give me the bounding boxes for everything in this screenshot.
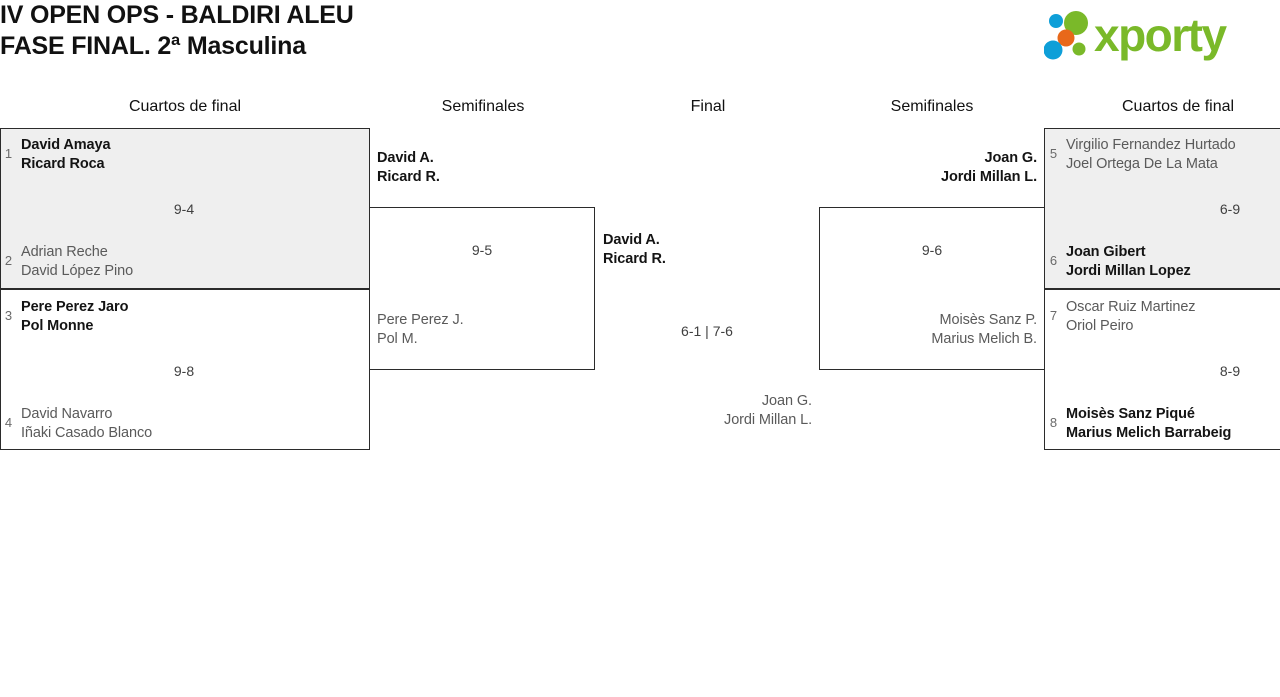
player-name-1: David Navarro [21,406,113,422]
score-right-qf-2: 8-9 [1219,363,1241,379]
score-right-sf: 9-6 [921,242,943,258]
xporty-logo[interactable]: xporty [1044,6,1276,64]
player-name-1: Joan G. [761,393,812,409]
team-names: Joan Gibert Jordi Millan Lopez [1066,243,1191,281]
match-box-right-qf-2[interactable] [1044,289,1280,450]
seed-number: 7 [1049,308,1058,323]
team-names: Joan G. Jordi Millan L. [724,392,812,430]
team-names: Pere Perez Jaro Pol Monne [21,298,128,336]
team-left-qf-1-bottom[interactable]: 2 Adrian Reche David López Pino [4,243,133,281]
seed-number: 8 [1049,415,1058,430]
player-name-2: Jordi Millan Lopez [1066,263,1191,279]
seed-number: 1 [4,146,13,161]
team-right-sf-bottom[interactable]: Moisès Sanz P. Marius Melich B. [837,311,1037,349]
player-name-2: Iñaki Casado Blanco [21,425,153,441]
player-name-1: David A. [377,150,434,166]
score-left-sf: 9-5 [471,242,493,258]
logo-wordmark: xporty [1094,9,1228,61]
player-name-1: David A. [603,232,660,248]
score-left-qf-1: 9-4 [173,201,195,217]
player-name-2: Oriol Peiro [1066,318,1134,334]
player-name-1: Moisès Sanz P. [939,312,1038,328]
player-name-2: Pol M. [377,331,418,347]
player-name-2: Marius Melich Barrabeig [1066,425,1232,441]
logo-dot-orange [1057,29,1075,47]
team-right-qf-2-bottom[interactable]: 8 Moisès Sanz Piqué Marius Melich Barrab… [1049,405,1232,443]
player-name-1: David Amaya [21,137,111,153]
round-header-right-quarterfinals: Cuartos de final [1122,98,1235,115]
player-name-1: Pere Perez Jaro [21,299,129,315]
seed-number: 4 [4,415,13,430]
team-final-left[interactable]: David A. Ricard R. [603,231,666,269]
logo-dot-blue-large [1044,40,1063,60]
round-header-left-semifinals: Semifinales [441,98,525,115]
player-name-2: Jordi Millan L. [724,412,812,428]
team-names: David A. Ricard R. [377,149,440,187]
team-names: David Amaya Ricard Roca [21,136,111,174]
player-name-1: Joan G. [984,150,1038,166]
team-names: David A. Ricard R. [603,231,666,269]
team-names: David Navarro Iñaki Casado Blanco [21,405,152,443]
player-name-2: Ricard R. [603,251,666,267]
player-name-2: Marius Melich B. [931,331,1037,347]
player-name-1: Virgilio Fernandez Hurtado [1066,137,1236,153]
match-box-left-qf-1[interactable] [0,128,370,289]
team-names: Moisès Sanz P. Marius Melich B. [931,311,1037,349]
round-header-right-semifinals: Semifinales [890,98,974,115]
logo-dot-green-small [1072,42,1086,56]
team-left-sf-bottom[interactable]: Pere Perez J. Pol M. [377,311,464,349]
logo-dot-green-large [1064,11,1088,35]
seed-number: 3 [4,308,13,323]
team-names: Adrian Reche David López Pino [21,243,133,281]
seed-number: 6 [1049,253,1058,268]
title-line-1: IV OPEN OPS - BALDIRI ALEU [0,1,354,29]
score-left-qf-2: 9-8 [173,363,195,379]
team-names: Oscar Ruiz Martinez Oriol Peiro [1066,298,1196,336]
team-left-qf-2-bottom[interactable]: 4 David Navarro Iñaki Casado Blanco [4,405,152,443]
seed-number: 2 [4,253,13,268]
team-final-right[interactable]: Joan G. Jordi Millan L. [612,392,812,430]
player-name-1: Moisès Sanz Piqué [1066,406,1195,422]
team-names: Moisès Sanz Piqué Marius Melich Barrabei… [1066,405,1231,443]
team-right-qf-1-top[interactable]: 5 Virgilio Fernandez Hurtado Joel Ortega… [1049,136,1236,174]
player-name-1: Oscar Ruiz Martinez [1066,299,1196,315]
team-right-qf-1-bottom[interactable]: 6 Joan Gibert Jordi Millan Lopez [1049,243,1191,281]
team-names: Joan G. Jordi Millan L. [941,149,1037,187]
team-names: Virgilio Fernandez Hurtado Joel Ortega D… [1066,136,1236,174]
title-line-2: FASE FINAL. 2ª Masculina [0,32,306,60]
player-name-2: David López Pino [21,263,134,279]
player-name-1: Pere Perez J. [377,312,464,328]
player-name-2: Pol Monne [21,318,94,334]
logo-dot-blue-small [1049,14,1063,28]
match-box-left-sf[interactable] [369,207,595,370]
match-box-right-qf-1[interactable] [1044,128,1280,289]
round-header-left-quarterfinals: Cuartos de final [128,98,242,115]
seed-number: 5 [1049,146,1058,161]
round-header-final: Final [690,98,726,115]
team-right-sf-top[interactable]: Joan G. Jordi Millan L. [837,149,1037,187]
page-title: IV OPEN OPS - BALDIRI ALEU FASE FINAL. 2… [0,0,760,62]
score-final: 6-1 | 7-6 [681,323,733,339]
match-box-right-sf[interactable] [819,207,1045,370]
score-right-qf-1: 6-9 [1219,201,1241,217]
team-names: Pere Perez J. Pol M. [377,311,464,349]
team-left-qf-2-top[interactable]: 3 Pere Perez Jaro Pol Monne [4,298,129,336]
player-name-2: Ricard R. [377,169,440,185]
team-left-sf-top[interactable]: David A. Ricard R. [377,149,440,187]
player-name-2: Jordi Millan L. [941,169,1037,185]
player-name-1: Joan Gibert [1066,244,1146,260]
player-name-2: Ricard Roca [21,156,105,172]
team-right-qf-2-top[interactable]: 7 Oscar Ruiz Martinez Oriol Peiro [1049,298,1196,336]
team-left-qf-1-top[interactable]: 1 David Amaya Ricard Roca [4,136,111,174]
player-name-1: Adrian Reche [21,244,108,260]
player-name-2: Joel Ortega De La Mata [1066,156,1218,172]
